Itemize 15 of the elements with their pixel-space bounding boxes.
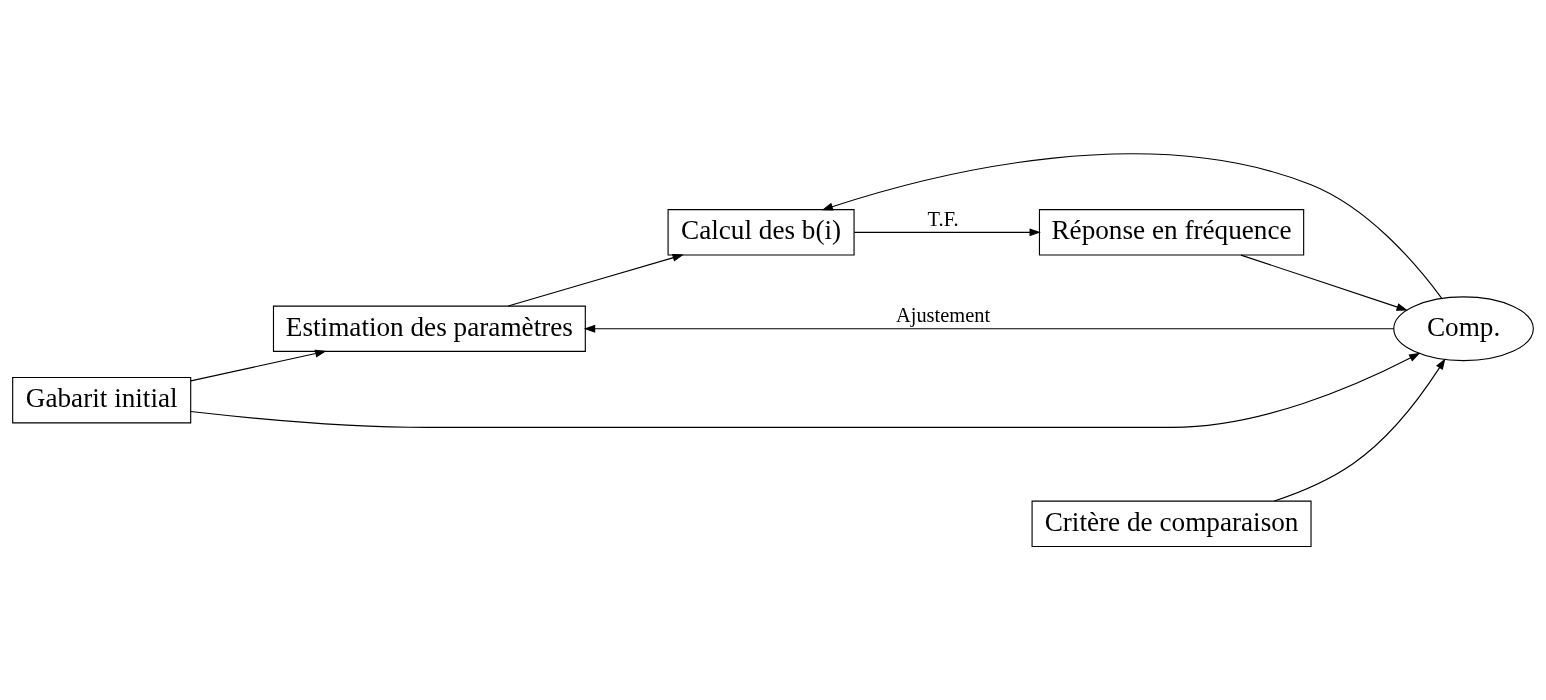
node-box: Réponse en fréquence bbox=[1038, 209, 1305, 256]
node-box: Critère de comparaison bbox=[1031, 500, 1312, 548]
edge-label: Ajustement bbox=[896, 304, 991, 327]
arrow bbox=[1240, 254, 1408, 311]
edge-label: T.F. bbox=[927, 208, 959, 231]
arrow bbox=[1273, 358, 1446, 502]
arrow bbox=[853, 228, 1041, 237]
arrow bbox=[190, 352, 1421, 428]
arrow bbox=[190, 349, 327, 382]
arrow bbox=[821, 153, 1443, 299]
arrow bbox=[583, 324, 1395, 333]
node-box: Calcul des b(i) bbox=[667, 209, 855, 256]
node-box: Gabarit initial bbox=[12, 376, 192, 424]
node-box: Estimation des paramètres bbox=[272, 305, 586, 352]
arrow bbox=[507, 254, 684, 307]
